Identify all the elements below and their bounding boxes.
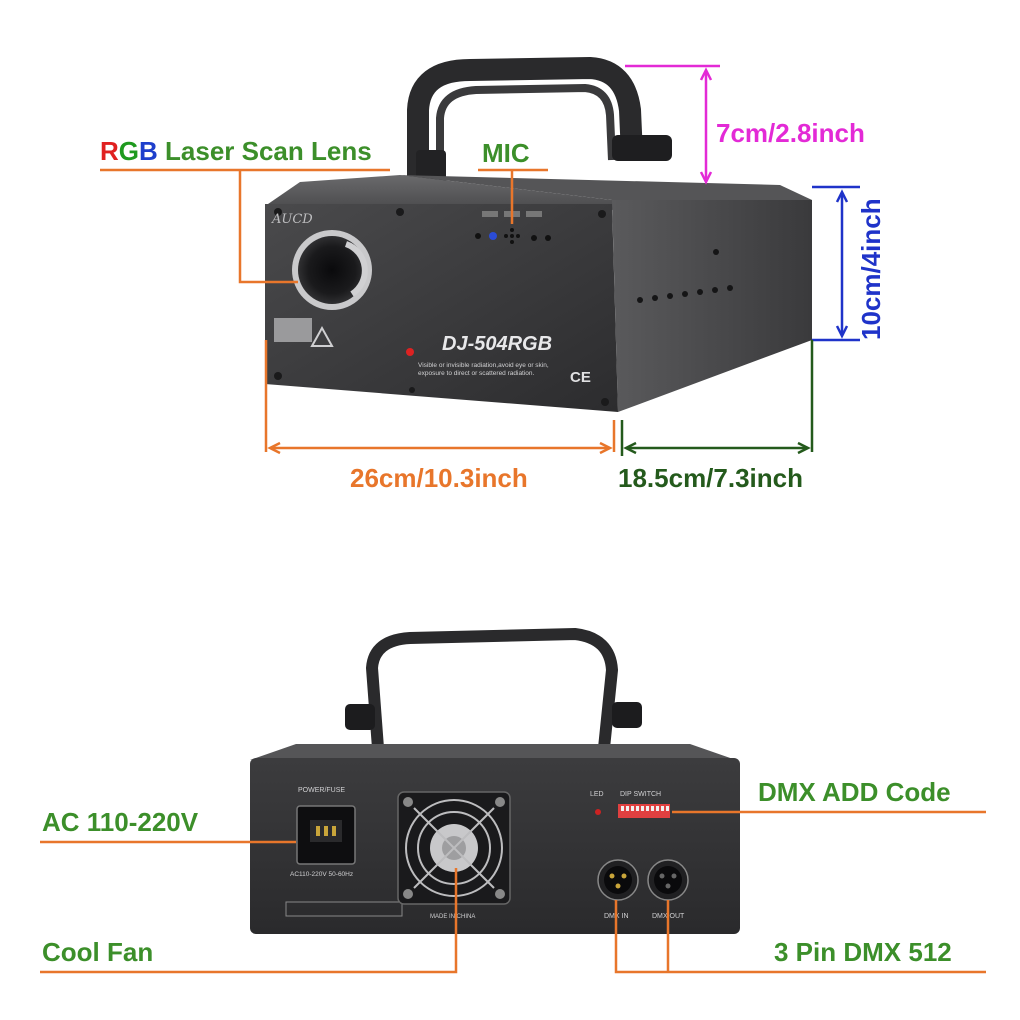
- dip-switch: [618, 804, 670, 818]
- lens-callout-line: [100, 168, 390, 284]
- led-indicator: [595, 809, 601, 815]
- laser-scan-lens: [292, 230, 372, 310]
- power-fuse-label: POWER/FUSE: [298, 787, 345, 794]
- spec-sticker: [274, 318, 312, 342]
- ac-spec-label: AC110-220V 50-60Hz: [290, 871, 353, 878]
- laser-unit-back-view: POWER/FUSE AC110-220V 50-60Hz MADE IN CH…: [250, 628, 740, 934]
- made-in-label: MADE IN CHINA: [430, 914, 475, 920]
- certification-icons: [285, 901, 403, 917]
- side-vent-holes: [637, 249, 733, 303]
- model-name: DJ-504RGB: [442, 333, 552, 355]
- brand-logo: AUCD: [271, 212, 313, 227]
- lens-label: RGB Laser Scan Lens: [100, 138, 372, 164]
- radiation-warning-text: Visible or invisible radiation,avoid eye…: [418, 362, 549, 377]
- mic-callout-line: [478, 168, 548, 224]
- dmx-out-connector: [647, 859, 689, 901]
- ac-label: AC 110-220V: [42, 807, 199, 837]
- width-dimension: [264, 340, 616, 455]
- rgb-b-letter: B: [139, 136, 158, 166]
- ce-mark: CE: [570, 369, 591, 386]
- dmx-in-connector: [597, 859, 639, 901]
- dip-switch-label: DIP SWITCH: [620, 791, 661, 798]
- led-label: LED: [590, 791, 604, 798]
- rgb-g-letter: G: [118, 136, 140, 166]
- side-panel: [612, 200, 812, 412]
- body-height-dimension: [812, 185, 860, 342]
- fan-label: Cool Fan: [42, 937, 154, 967]
- rgb-r-letter: R: [100, 136, 119, 166]
- cooling-fan: [397, 791, 511, 905]
- mic-label: MIC: [482, 138, 530, 168]
- dmx-pin-label: 3 Pin DMX 512: [774, 937, 952, 967]
- hanging-bracket-back: [345, 628, 642, 749]
- microphone-icon: [504, 228, 520, 244]
- handle-height-dimension: [625, 64, 720, 185]
- depth-dimension: [620, 340, 814, 456]
- depth-label: 18.5cm/7.3inch: [618, 463, 803, 493]
- laser-warning-icon: [310, 325, 334, 347]
- laser-warning-dot: [406, 348, 414, 356]
- lens-label-text: Laser Scan Lens: [157, 136, 372, 166]
- width-label: 26cm/10.3inch: [350, 463, 528, 493]
- fan-callout-line: [40, 868, 458, 974]
- handle-height-label: 7cm/2.8inch: [716, 118, 865, 148]
- power-socket: [296, 805, 356, 865]
- body-height-label: 10cm/4inch: [856, 198, 886, 340]
- dmx-pin-callout-line: [614, 900, 986, 974]
- dmx-code-label: DMX ADD Code: [758, 777, 951, 807]
- bracket-knob: [612, 135, 672, 161]
- laser-unit-front-view: AUCD DJ-504RGB CE Visible or invisible r…: [265, 57, 812, 412]
- hanging-bracket: [407, 57, 672, 192]
